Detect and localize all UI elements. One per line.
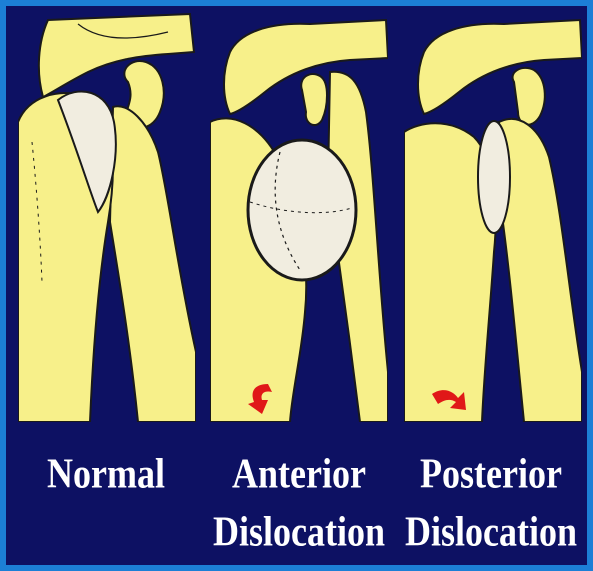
caption-anterior-line2: Dislocation (202, 510, 396, 552)
panel-normal (18, 12, 196, 422)
normal-shoulder-illustration (18, 12, 196, 422)
anterior-shoulder-illustration (210, 12, 388, 422)
caption-posterior-line1: Posterior (398, 452, 584, 494)
caption-normal: Normal (16, 452, 196, 494)
caption-posterior-line2: Dislocation (398, 510, 584, 552)
coracoid (513, 68, 545, 125)
humeral-head-dislocated (478, 121, 510, 233)
humeral-head-dislocated (248, 140, 356, 280)
panel-posterior (404, 12, 582, 422)
posterior-shoulder-illustration (404, 12, 582, 422)
coracoid (301, 74, 327, 125)
figure-frame: Normal Anterior Dislocation Posterior Di… (6, 6, 587, 565)
scapula (110, 106, 196, 422)
caption-anterior-line1: Anterior (202, 452, 396, 494)
acromion (39, 14, 194, 97)
panel-anterior (210, 12, 388, 422)
acromion (418, 20, 582, 114)
scapula (499, 119, 582, 422)
